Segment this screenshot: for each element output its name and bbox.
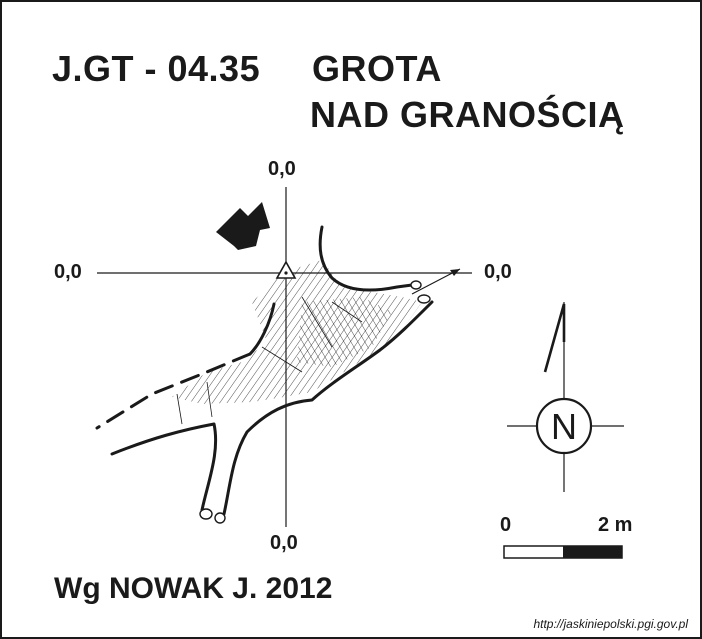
rock-blocks: [199, 280, 431, 524]
cave-walls: [95, 225, 434, 516]
survey-arrowhead-icon: [450, 269, 460, 276]
cave-code: J.GT - 04.35: [52, 48, 261, 89]
cave-floor-hatching: [172, 260, 422, 425]
cave-name-line-1: GROTA: [312, 48, 442, 89]
coordinate-right: 0,0: [484, 261, 512, 283]
entrance-arrow-icon: [216, 202, 270, 250]
north-label: N: [551, 406, 577, 447]
north-compass-icon: N: [507, 302, 624, 492]
scale-start-label: 0: [500, 514, 512, 536]
coordinate-top: 0,0: [268, 158, 296, 180]
coordinate-bottom: 0,0: [270, 532, 298, 554]
coordinate-left: 0,0: [54, 261, 82, 283]
author-credit: Wg NOWAK J. 2012: [54, 572, 333, 605]
scale-end-label: 2 m: [598, 514, 633, 536]
scale-bar: [503, 545, 623, 559]
survey-point-triangle-icon: [275, 260, 297, 279]
source-link[interactable]: http://jaskiniepolski.pgi.gov.pl: [533, 617, 688, 631]
cave-name-line-2: NAD GRANOŚCIĄ: [310, 94, 625, 135]
